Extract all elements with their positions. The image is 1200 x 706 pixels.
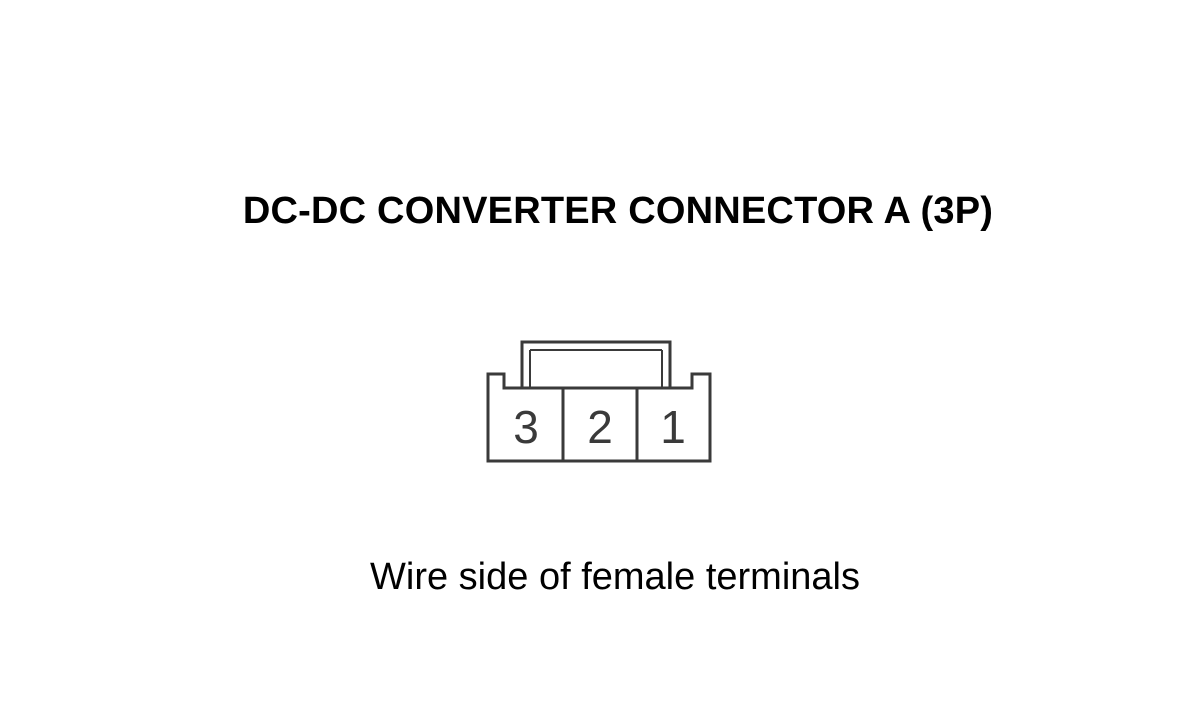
terminal-number-1: 1 [660,401,686,453]
terminal-number-2: 2 [587,401,613,453]
connector-title: DC-DC CONVERTER CONNECTOR A (3P) [242,190,994,232]
connector-caption: Wire side of female terminals [370,556,860,598]
connector-diagram: 3 2 1 [486,340,712,463]
terminal-number-3: 3 [513,401,539,453]
